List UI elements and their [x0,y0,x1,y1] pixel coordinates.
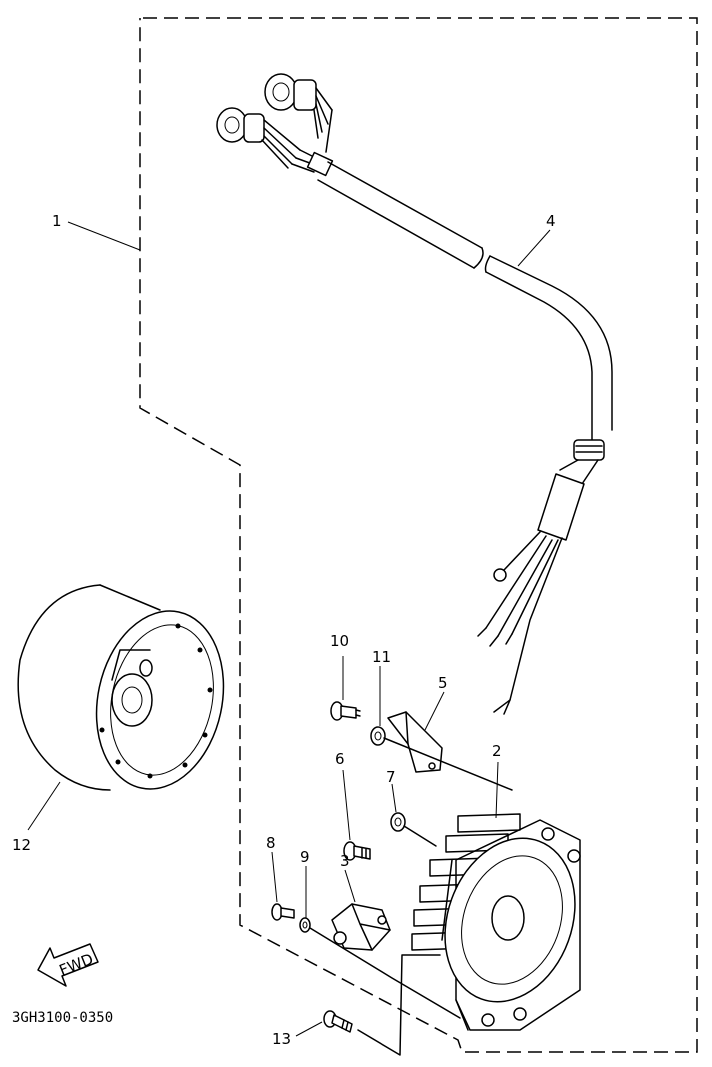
washer-11 [370,726,386,746]
washer-7 [390,812,406,832]
part-label-1: 1 [52,212,62,230]
flywheel-rotor [17,584,225,791]
lead-bracket [387,711,443,773]
part-label-11: 11 [372,648,391,666]
screw-6 [343,841,371,861]
part-label-3: 3 [340,852,350,870]
part-label-12: 12 [12,836,31,854]
leader-lines [27,221,551,1037]
part-label-8: 8 [266,834,276,852]
part-label-6: 6 [335,750,345,768]
part-label-7: 7 [386,768,396,786]
washer-9 [299,917,311,933]
drawing-code: 3GH3100-0350 [12,1010,113,1026]
harness-connector-lower [216,107,301,169]
part-label-13: 13 [272,1030,291,1048]
assembly-boundary [139,17,698,1053]
part-label-4: 4 [546,212,556,230]
fwd-arrow-marker: FWD [37,943,99,987]
screw-10 [330,701,361,721]
part-label-9: 9 [300,848,310,866]
part-label-10: 10 [330,632,349,650]
pickup-coil [331,903,391,951]
part-label-2: 2 [492,742,502,760]
screw-8 [271,903,295,921]
assembly-axis-lines [309,737,513,1056]
harness-connector-upper [264,73,333,139]
screw-13 [323,1010,353,1033]
wire-harness [216,73,613,715]
part-label-5: 5 [438,674,448,692]
stator-assembly [411,813,581,1031]
